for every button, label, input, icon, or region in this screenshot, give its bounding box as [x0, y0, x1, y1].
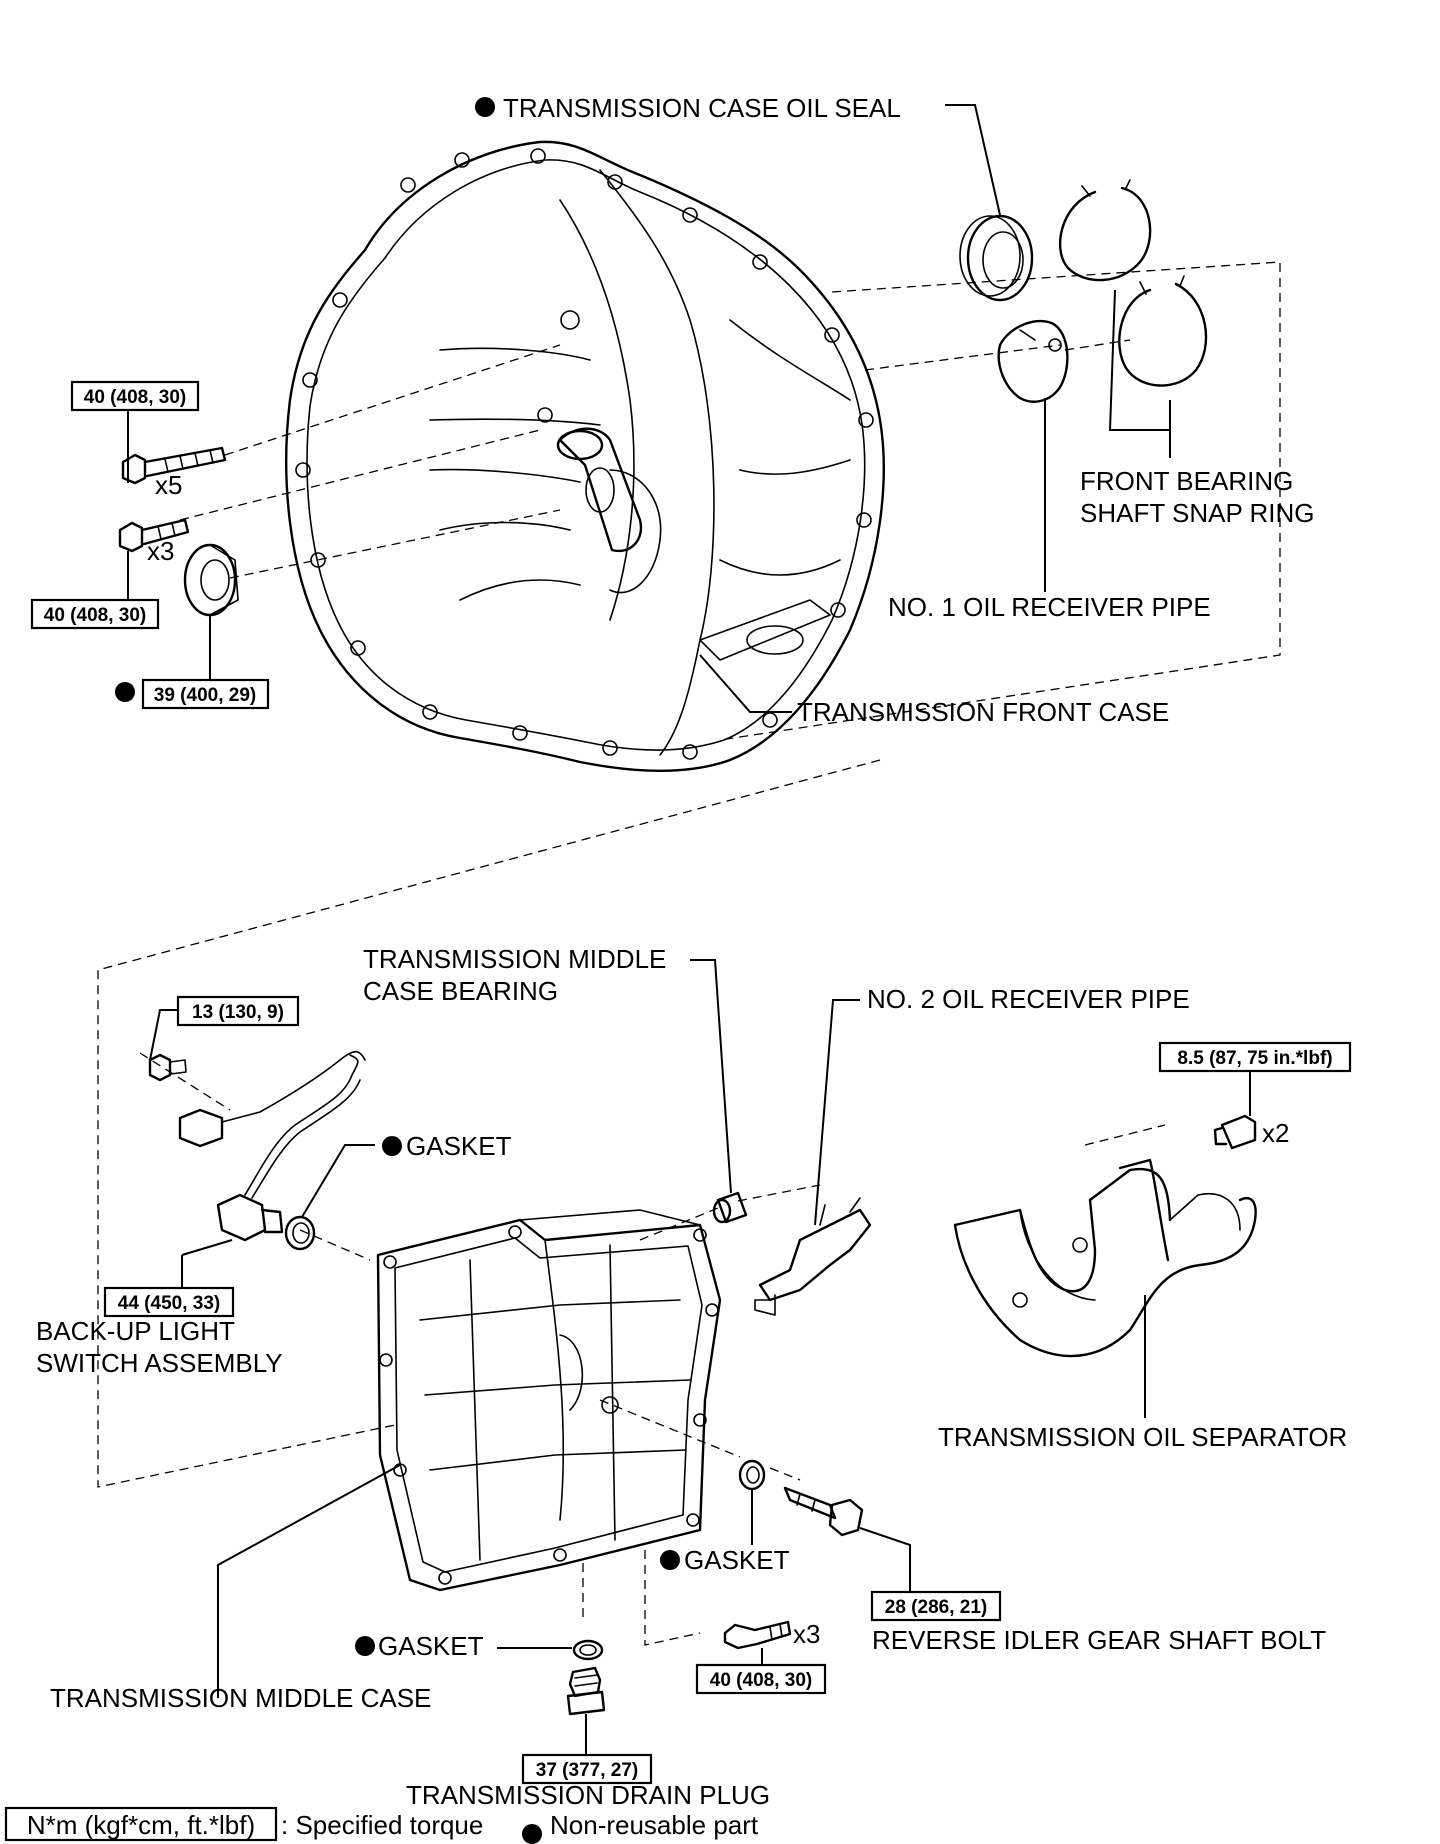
nonreusable-dot-bottom-gasket: [355, 1636, 375, 1656]
legend-nonreusable-text: Non-reusable part: [550, 1810, 759, 1840]
label-front-bearing: FRONT BEARING: [1080, 466, 1293, 496]
label-no2-oil-receiver-pipe: NO. 2 OIL RECEIVER PIPE: [867, 984, 1190, 1014]
front-bolt-x3: [118, 518, 190, 553]
reverse-idler-gear-shaft-bolt: [783, 1486, 911, 1592]
transmission-case-oil-seal: [959, 214, 1034, 302]
nonreusable-dot-plug: [115, 682, 135, 702]
label-transmission-front-case: TRANSMISSION FRONT CASE: [797, 697, 1169, 727]
switch-gasket: [284, 1144, 375, 1251]
middle-case-leader: [217, 1464, 401, 1698]
front-bolt-x5: [121, 446, 227, 485]
torque-front-bolt-b: 40 (408, 30): [30, 598, 160, 630]
bottom-gasket: [497, 1639, 604, 1661]
label-back-up-light: BACK-UP LIGHT: [36, 1316, 235, 1346]
transmission-drain-plug: [566, 1666, 606, 1755]
torque-switch-body: 44 (450, 33): [103, 1286, 235, 1318]
torque-middle-bolt: 40 (408, 30): [695, 1663, 827, 1695]
no2-oil-receiver-pipe: [754, 999, 872, 1316]
label-transmission-case-oil-seal: TRANSMISSION CASE OIL SEAL: [503, 93, 901, 123]
front-bearing-snap-ring-b: [1118, 275, 1208, 387]
label-right-gasket: GASKET: [684, 1545, 790, 1575]
svg-text:8.5 (87, 75 in.*lbf): 8.5 (87, 75 in.*lbf): [1177, 1048, 1332, 1069]
nonreusable-dot-legend: [522, 1824, 542, 1844]
leader-lines: [127, 104, 1171, 1061]
label-shaft-snap-ring: SHAFT SNAP RING: [1080, 498, 1315, 528]
nonreusable-dot-switch-gasket: [382, 1136, 402, 1156]
label-no1-oil-receiver-pipe: NO. 1 OIL RECEIVER PIPE: [888, 592, 1211, 622]
svg-text:37 (377, 27): 37 (377, 27): [536, 1760, 638, 1781]
label-transmission-oil-separator: TRANSMISSION OIL SEPARATOR: [938, 1422, 1347, 1452]
qty-front-bolts-a: x5: [155, 470, 182, 500]
torque-front-bolt-a: 40 (408, 30): [70, 380, 200, 412]
front-case-plug: [183, 543, 239, 692]
qty-separator-bolts: x2: [1262, 1118, 1289, 1148]
nonreusable-dot-seal: [475, 97, 495, 117]
separator-bolt-x2: [1213, 1072, 1257, 1150]
label-transmission-drain-plug: TRANSMISSION DRAIN PLUG: [406, 1780, 770, 1810]
label-middle-case-bearing-1: TRANSMISSION MIDDLE: [363, 944, 666, 974]
front-bearing-snap-ring-a: [1059, 179, 1152, 282]
assembly-guide-lines: [97, 261, 1281, 1646]
right-gasket: [738, 1459, 766, 1545]
middle-bolt-x3: [723, 1620, 792, 1665]
svg-text:40 (408, 30): 40 (408, 30): [710, 1670, 812, 1691]
torque-switch-bolt: 13 (130, 9): [176, 995, 300, 1027]
label-switch-gasket: GASKET: [406, 1131, 512, 1161]
legend-torque-text: : Specified torque: [281, 1810, 483, 1840]
nonreusable-dot-right-gasket: [660, 1550, 680, 1570]
no1-oil-receiver-pipe: [997, 319, 1069, 403]
label-bottom-gasket: GASKET: [378, 1631, 484, 1661]
transmission-oil-separator: [953, 1158, 1257, 1418]
svg-text:13 (130, 9): 13 (130, 9): [192, 1002, 284, 1023]
transmission-middle-case: [376, 1209, 722, 1592]
label-switch-assembly: SWITCH ASSEMBLY: [36, 1348, 283, 1378]
qty-middle-bolts: x3: [793, 1619, 820, 1649]
qty-front-bolts-b: x3: [147, 536, 174, 566]
torque-idler-bolt: 28 (286, 21): [870, 1590, 1002, 1622]
legend-torque-box: [4, 1806, 278, 1842]
svg-text:40 (408, 30): 40 (408, 30): [84, 387, 186, 408]
back-up-light-switch-assembly: [148, 1050, 366, 1300]
svg-text:28 (286, 21): 28 (286, 21): [885, 1597, 987, 1618]
svg-text:39 (400, 29): 39 (400, 29): [154, 685, 256, 706]
legend: N*m (kgf*cm, ft.*lbf) : Specified torque…: [4, 1806, 759, 1842]
label-transmission-middle-case: TRANSMISSION MIDDLE CASE: [50, 1683, 431, 1713]
transmission-front-case: [285, 140, 885, 773]
label-middle-case-bearing-2: CASE BEARING: [363, 976, 558, 1006]
torque-front-plug: 39 (400, 29): [141, 678, 270, 710]
torque-drain-plug: 37 (377, 27): [521, 1753, 653, 1785]
svg-text:44 (450, 33): 44 (450, 33): [118, 1293, 220, 1314]
legend-torque-units: N*m (kgf*cm, ft.*lbf): [27, 1810, 255, 1840]
torque-separator-bolt: 8.5 (87, 75 in.*lbf): [1158, 1041, 1352, 1073]
svg-text:40 (408, 30): 40 (408, 30): [44, 605, 146, 626]
label-reverse-idler-gear-shaft-bolt: REVERSE IDLER GEAR SHAFT BOLT: [872, 1625, 1326, 1655]
transmission-middle-case-bearing: [690, 959, 748, 1224]
